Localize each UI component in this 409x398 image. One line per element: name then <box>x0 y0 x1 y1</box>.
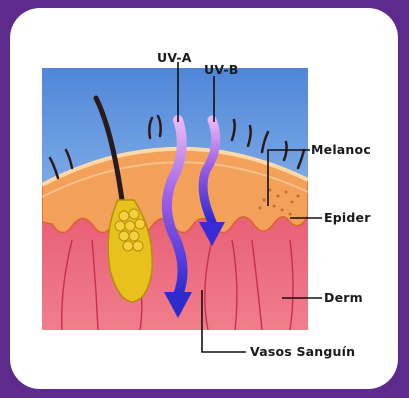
label-epidermis: Epider <box>324 210 371 225</box>
label-uva: UV-A <box>157 50 192 65</box>
label-vessels: Vasos Sanguín <box>250 344 355 359</box>
label-uvb: UV-B <box>204 62 238 77</box>
label-melanocytes: Melanoc <box>311 142 371 157</box>
label-dermis: Derm <box>324 290 363 305</box>
